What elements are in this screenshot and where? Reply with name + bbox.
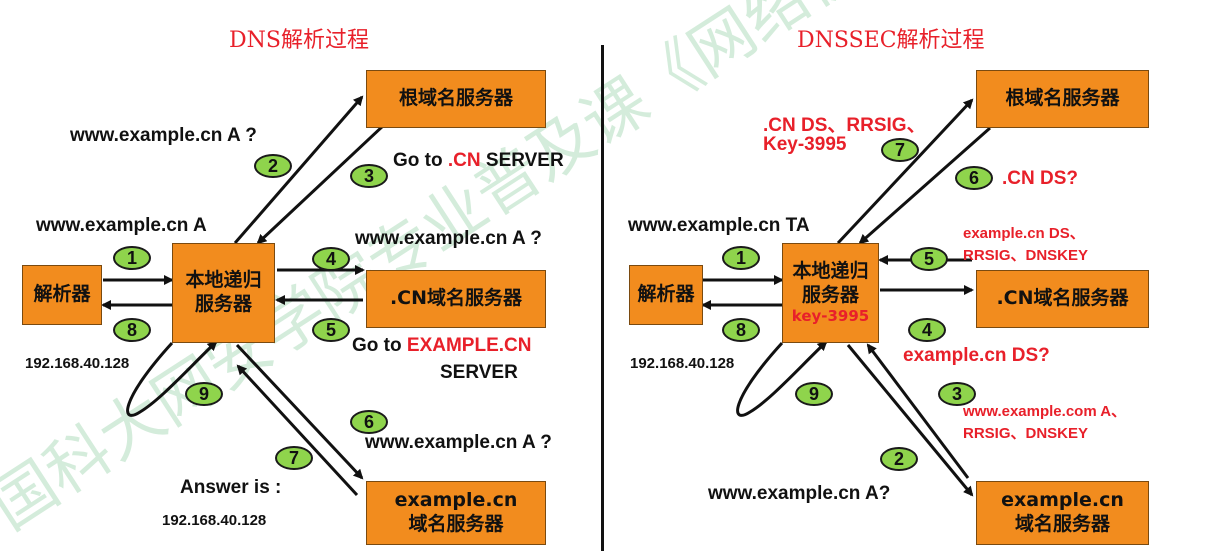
right-arrow-local-to-example [846, 344, 974, 497]
left-label-goto-cn: Go to .CN SERVER [393, 150, 564, 172]
right-label-resolver-ip: 192.168.40.128 [630, 355, 735, 372]
left-label-query-example: www.example.cn A ? [365, 432, 552, 453]
left-arrow-self-loop [126, 340, 218, 417]
left-arrow-local-to-root [233, 95, 364, 244]
right-label-query-a: www.example.cn A? [708, 483, 891, 504]
right-step-4: 4 [908, 318, 946, 342]
left-arrow-root-to-local [256, 123, 386, 245]
right-label-root-answer-2: Key-3995 [763, 134, 847, 155]
right-arrow-self-loop [736, 340, 828, 417]
left-step-1: 1 [113, 246, 151, 270]
left-step-4: 4 [312, 247, 350, 271]
right-example-server-box: example.cn 域名服务器 [976, 481, 1149, 545]
right-arrow-example-to-local [866, 343, 970, 479]
right-local-line2: 服务器 [801, 283, 859, 306]
right-step-3: 3 [938, 382, 976, 406]
left-label-goto-example: Go to EXAMPLE.CN [352, 335, 531, 357]
left-label-query-cn: www.example.cn A ? [355, 228, 542, 249]
left-label-goto-example-suffix: SERVER [440, 362, 518, 383]
right-label-query-ta: www.example.cn TA [628, 215, 810, 236]
left-label-goto-example-red: EXAMPLE.CN [406, 335, 532, 356]
left-label-query-a: www.example.cn A [36, 215, 207, 236]
right-label-root-answer-1: .CN DS、RRSIG、 [763, 115, 926, 136]
left-label-goto-cn-red: .CN [447, 150, 481, 171]
right-step-7: 7 [881, 138, 919, 162]
left-resolver-box: 解析器 [22, 265, 102, 325]
right-step-5: 5 [910, 247, 948, 271]
left-arrow-local-to-example [235, 343, 364, 480]
right-label-cn-answer-1: example.cn DS、 [963, 225, 1085, 242]
right-label-example-answer-2: RRSIG、DNSKEY [963, 425, 1089, 442]
right-label-query-example-ds: example.cn DS? [903, 345, 1050, 366]
panel-divider [601, 45, 604, 551]
left-example-server-box: example.cn 域名服务器 [366, 481, 546, 545]
left-root-server-box: 根域名服务器 [366, 70, 546, 128]
right-resolver-box: 解析器 [629, 265, 703, 325]
left-arrow-example-to-local [236, 364, 359, 497]
left-step-3: 3 [350, 164, 388, 188]
right-step-2: 2 [880, 447, 918, 471]
right-local-recursive-box: 本地递归 服务器 key-3995 [782, 243, 879, 343]
right-root-server-box: 根域名服务器 [976, 70, 1149, 128]
right-step-8: 8 [722, 318, 760, 342]
left-step-7: 7 [275, 446, 313, 470]
right-step-6: 6 [955, 166, 993, 190]
left-step-9: 9 [185, 382, 223, 406]
right-local-key: key-3995 [791, 307, 870, 326]
left-step-6: 6 [350, 410, 388, 434]
right-label-example-answer-1: www.example.com A、 [963, 403, 1127, 420]
left-label-query-root: www.example.cn A ? [70, 125, 257, 146]
right-arrow-local-to-root [836, 98, 974, 245]
left-label-resolver-ip: 192.168.40.128 [25, 355, 130, 372]
left-label-goto-cn-suffix: SERVER [480, 150, 564, 171]
left-label-answer-ip: 192.168.40.128 [162, 512, 267, 529]
left-step-2: 2 [254, 154, 292, 178]
right-cn-server-box: .CN域名服务器 [976, 270, 1149, 328]
right-step-1: 1 [722, 246, 760, 270]
left-label-goto-example-prefix: Go to [352, 335, 407, 356]
right-step-9: 9 [795, 382, 833, 406]
left-step-8: 8 [113, 318, 151, 342]
right-label-cn-answer-2: RRSIG、DNSKEY [963, 247, 1089, 264]
right-label-query-cn-ds: .CN DS? [1002, 168, 1078, 189]
left-label-goto-cn-prefix: Go to [393, 150, 448, 171]
left-label-answer-is: Answer is : [180, 477, 282, 498]
left-step-5: 5 [312, 318, 350, 342]
right-title: DNSSEC解析过程 [797, 28, 985, 53]
right-local-line1: 本地递归 [792, 259, 869, 282]
right-arrow-root-to-local [858, 126, 991, 245]
left-local-recursive-box: 本地递归 服务器 [172, 243, 275, 343]
left-title: DNS解析过程 [229, 28, 369, 53]
left-cn-server-box: .CN域名服务器 [366, 270, 546, 328]
